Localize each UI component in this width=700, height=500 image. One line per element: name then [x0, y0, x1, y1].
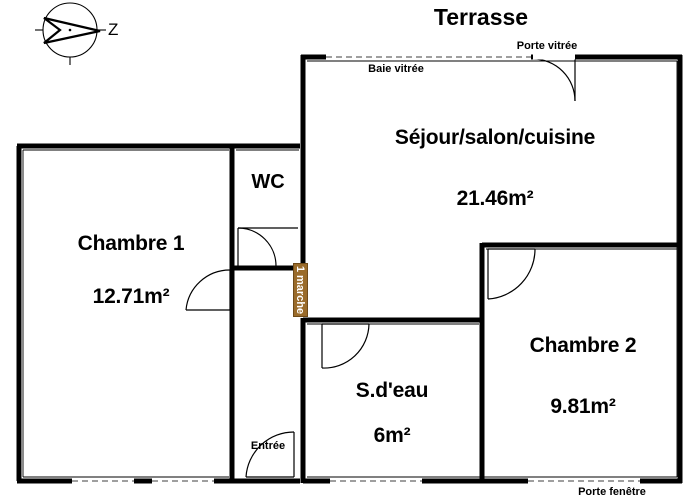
step-marker-1-marche: 1 marche — [293, 263, 308, 317]
room-name-chambre1: Chambre 1 — [77, 232, 185, 255]
door-porte-vitree — [532, 58, 576, 102]
door-entree — [245, 431, 295, 478]
door-sdeau — [321, 323, 370, 369]
opening-porte-vitree — [533, 54, 575, 60]
annotation-entree: Entrée — [250, 440, 286, 452]
room-name-sdeau: S.d'eau — [355, 379, 429, 402]
annotation-terrasse: Terrasse — [433, 4, 529, 30]
room-area-chambre2: 9.81m² — [550, 395, 616, 418]
room-name-wc: WC — [251, 171, 285, 193]
compass-direction-label: Z — [108, 20, 119, 39]
door-arc-chambre2 — [487, 248, 536, 300]
compass-needle — [43, 16, 101, 45]
wall-inner-lines — [22, 60, 678, 478]
room-name-chambre2: Chambre 2 — [529, 334, 637, 357]
room-area-sejour: 21.46m² — [456, 187, 534, 210]
compass-rose — [35, 2, 106, 65]
annotation-baie-vitree: Baie vitrée — [368, 63, 424, 75]
annotation-porte-fenetre: Porte fenêtre — [578, 486, 646, 498]
door-arc-porte-vitree — [532, 58, 576, 102]
step-marker-label: 1 marche — [294, 265, 307, 315]
walls — [16, 54, 683, 484]
door-arc-wc — [237, 227, 277, 267]
door-arc-entree — [245, 431, 295, 478]
door-arc-sdeau — [321, 323, 370, 369]
door-chambre1 — [185, 269, 231, 311]
door-swings — [185, 58, 576, 478]
glazing-openings — [72, 54, 640, 484]
annotation-porte-vitree: Porte vitrée — [516, 40, 578, 52]
room-area-sdeau: 6m² — [373, 424, 411, 447]
room-area-chambre1: 12.71m² — [92, 285, 170, 308]
door-wc — [237, 227, 298, 267]
room-name-sejour: Séjour/salon/cuisine — [394, 126, 596, 149]
compass-center-dot — [68, 28, 72, 32]
door-chambre2 — [487, 248, 536, 300]
door-arc-chambre1 — [185, 269, 231, 311]
